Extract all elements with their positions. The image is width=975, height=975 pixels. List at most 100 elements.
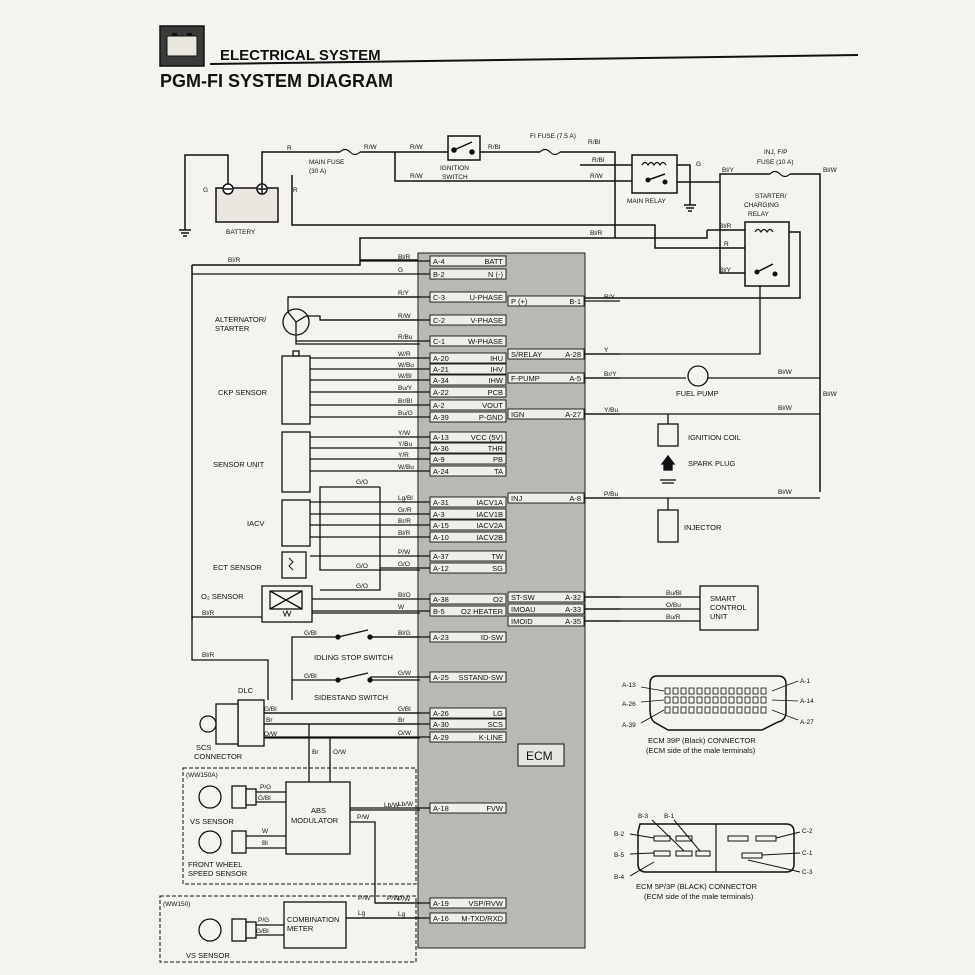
ecm-right-wire-color: Y [604, 347, 609, 354]
ignition-coil-label: IGNITION COIL [688, 433, 741, 442]
connector-pin [664, 696, 671, 704]
connector-pin [680, 696, 687, 704]
connector-pin [760, 706, 767, 714]
svg-text:O/W: O/W [333, 749, 347, 756]
connector-39p: A-13 A-26 A-39 A-1 A-14 A-27 ECM 39P (Bl… [622, 675, 814, 755]
svg-text:CONTROL: CONTROL [710, 603, 747, 612]
ecm-right-signal: IMOAU [511, 605, 536, 614]
svg-text:FUSE (10 A): FUSE (10 A) [757, 159, 793, 166]
ecm-left-signal: IACV1A [476, 498, 503, 507]
alternator-label: ALTERNATOR/ [215, 315, 267, 324]
ect-label: ECT SENSOR [213, 563, 262, 572]
abs-modulator [285, 781, 351, 855]
connector-pin [688, 687, 695, 695]
ecm-right-signal: S/RELAY [511, 350, 542, 359]
connector-pin [664, 706, 671, 714]
fuel-pump [687, 365, 709, 387]
svg-text:METER: METER [287, 924, 314, 933]
ect-sensor [281, 551, 307, 579]
svg-text:R/Bl: R/Bl [488, 144, 501, 151]
dlc-connector [237, 699, 265, 747]
ecm-left-pin-number: A-12 [433, 564, 449, 573]
connector-pin [744, 696, 751, 704]
ecm-left-pin-number: A-39 [433, 413, 449, 422]
ww150a-box [182, 767, 417, 885]
ecm-left-signal: IACV2A [476, 521, 503, 530]
svg-text:(ECM side of the male terminal: (ECM side of the male terminals) [646, 746, 756, 755]
connector-pin [752, 687, 759, 695]
ecm-left-wire-color: Bu/G [398, 410, 413, 417]
connector-pin [704, 687, 711, 695]
svg-text:A-26: A-26 [622, 701, 636, 708]
ecm-left-signal: IHV [490, 365, 503, 374]
connector-pin [728, 687, 735, 695]
ecm-left-signal: O2 [493, 595, 503, 604]
svg-text:R: R [724, 241, 729, 248]
ecm-left-wire-color: P/W [398, 549, 411, 556]
ecm-left-pin-number: A-31 [433, 498, 449, 507]
svg-text:Br: Br [266, 717, 273, 724]
ecm-left-wire-color: W/Bu [398, 464, 414, 471]
svg-text:A-13: A-13 [622, 682, 636, 689]
ecm-left-pin-number: A-3 [433, 510, 445, 519]
ecm-left-signal: FVW [486, 804, 504, 813]
ecm-right-wire-color: Bu/Bl [666, 590, 682, 597]
ecm-left-pin-number: C-2 [433, 316, 445, 325]
battery-label: BATTERY [226, 229, 256, 236]
ecm-left-signal: SSTAND-SW [459, 673, 504, 682]
ecm-left-signal: IACV2B [476, 533, 503, 542]
ecm-left-signal: BATT [484, 257, 503, 266]
svg-text:B-5: B-5 [614, 852, 625, 859]
svg-text:G/Bl: G/Bl [264, 706, 277, 713]
ecm-left-signal: P-GND [479, 413, 504, 422]
ecm-left-signal: LG [493, 709, 503, 718]
connector-pin [744, 687, 751, 695]
ecm-left-wire-color: Y/W [398, 430, 411, 437]
ecm-left-pin-number: A-29 [433, 733, 449, 742]
connector-pin [736, 687, 743, 695]
svg-text:R/W: R/W [410, 144, 424, 151]
connector-pin [728, 696, 735, 704]
svg-text:RELAY: RELAY [748, 211, 769, 218]
power-labels: R R/W R/W R/Bl R/Bl R/Bl R/W R/W G R G B… [203, 133, 838, 274]
ecm-left-wire-color: Y/Bu [398, 441, 412, 448]
ecm-left-wire-color: Bl/O [398, 592, 411, 599]
left-components [159, 296, 420, 963]
ecm-left-pin-number: A-24 [433, 467, 449, 476]
section-title: ELECTRICAL SYSTEM [220, 47, 381, 64]
svg-text:(30 A): (30 A) [309, 168, 326, 175]
connector-pin [688, 706, 695, 714]
svg-text:SPEED SENSOR: SPEED SENSOR [188, 869, 248, 878]
ecm-left-signal: U-PHASE [470, 293, 503, 302]
fi-fuse-label: FI FUSE (7.5 A) [530, 133, 576, 140]
ecm-left-signal: SCS [488, 720, 503, 729]
svg-text:C-3: C-3 [802, 869, 813, 876]
svg-text:Bl/W: Bl/W [778, 405, 793, 412]
ecm-left-wire-color: Bl/R [398, 530, 411, 537]
ecm-right-signal: IGN [511, 410, 524, 419]
connector-pin [696, 687, 703, 695]
ecm-left-signal: VSP/RVW [469, 899, 504, 908]
svg-text:G/O: G/O [356, 583, 368, 590]
connector-pin [720, 687, 727, 695]
ecm-left-pin-number: C-3 [433, 293, 445, 302]
injector-label: INJECTOR [684, 523, 722, 532]
svg-text:MODULATOR: MODULATOR [291, 816, 339, 825]
connector-pin [712, 696, 719, 704]
ecm-left-signal: THR [488, 444, 504, 453]
ecm-left-wire-color: O/W [398, 730, 412, 737]
svg-text:P/G: P/G [258, 917, 269, 924]
ecm-left-signal: IACV1B [476, 510, 503, 519]
ecm-left-pin-number: A-38 [433, 595, 449, 604]
connector-pin [680, 687, 687, 695]
